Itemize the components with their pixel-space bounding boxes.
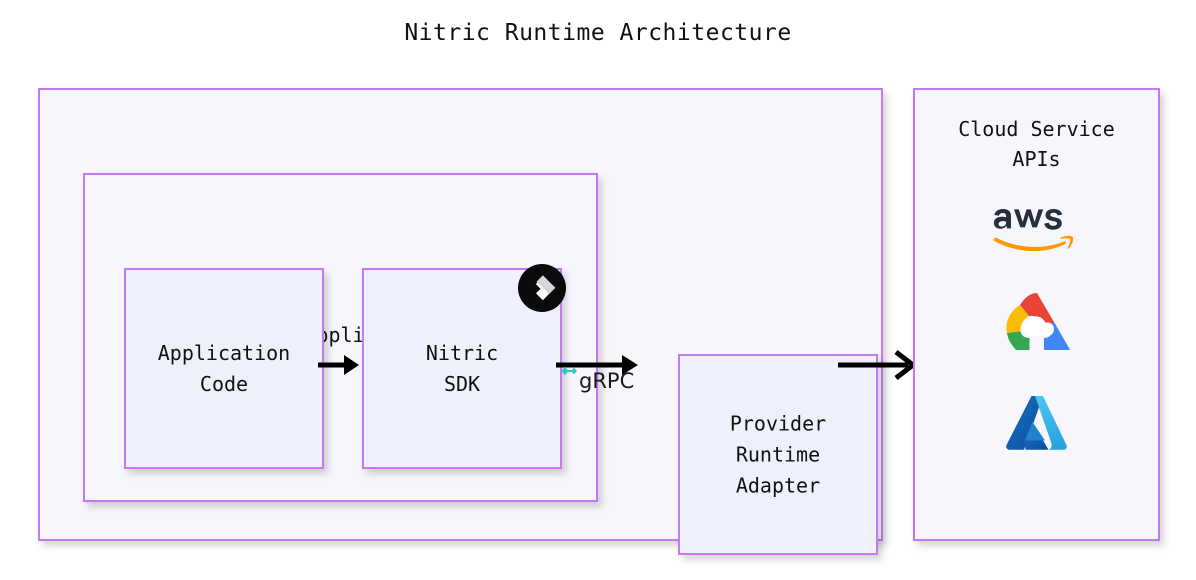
azure-logo-icon <box>1005 396 1067 450</box>
page-title: Nitric Runtime Architecture <box>404 20 792 46</box>
nitric-logo-icon <box>518 264 566 312</box>
your-application-box: Your Application Application Code Nitric… <box>83 173 598 502</box>
application-code-box: Application Code <box>124 268 324 469</box>
grpc-connection-label: gRPC <box>561 366 635 394</box>
nitric-sdk-box: Nitric SDK <box>362 264 566 469</box>
grpc-logo-icon <box>561 366 577 376</box>
aws-logo-icon <box>991 209 1073 251</box>
cloud-service-apis-label: Cloud Service APIs <box>958 117 1115 171</box>
nitric-sdk-label: Nitric SDK <box>425 340 499 396</box>
provider-runtime-adapter-box: Provider Runtime Adapter <box>678 354 878 555</box>
application-code-label: Application Code <box>157 340 291 396</box>
cloud-service-apis-box: Cloud Service APIs <box>913 88 1160 541</box>
arrow-code-to-sdk <box>318 355 359 375</box>
google-cloud-logo-icon <box>1005 293 1070 350</box>
arrow-adapter-to-cloud <box>838 350 918 380</box>
cloud-logo-stack <box>915 195 1158 535</box>
provider-runtime-adapter-label: Provider Runtime Adapter <box>729 411 827 497</box>
arrow-sdk-to-adapter <box>556 355 638 375</box>
grpc-label-text: gRPC <box>579 369 635 393</box>
docker-container-box: Docker Container Your Application Applic… <box>38 88 883 555</box>
